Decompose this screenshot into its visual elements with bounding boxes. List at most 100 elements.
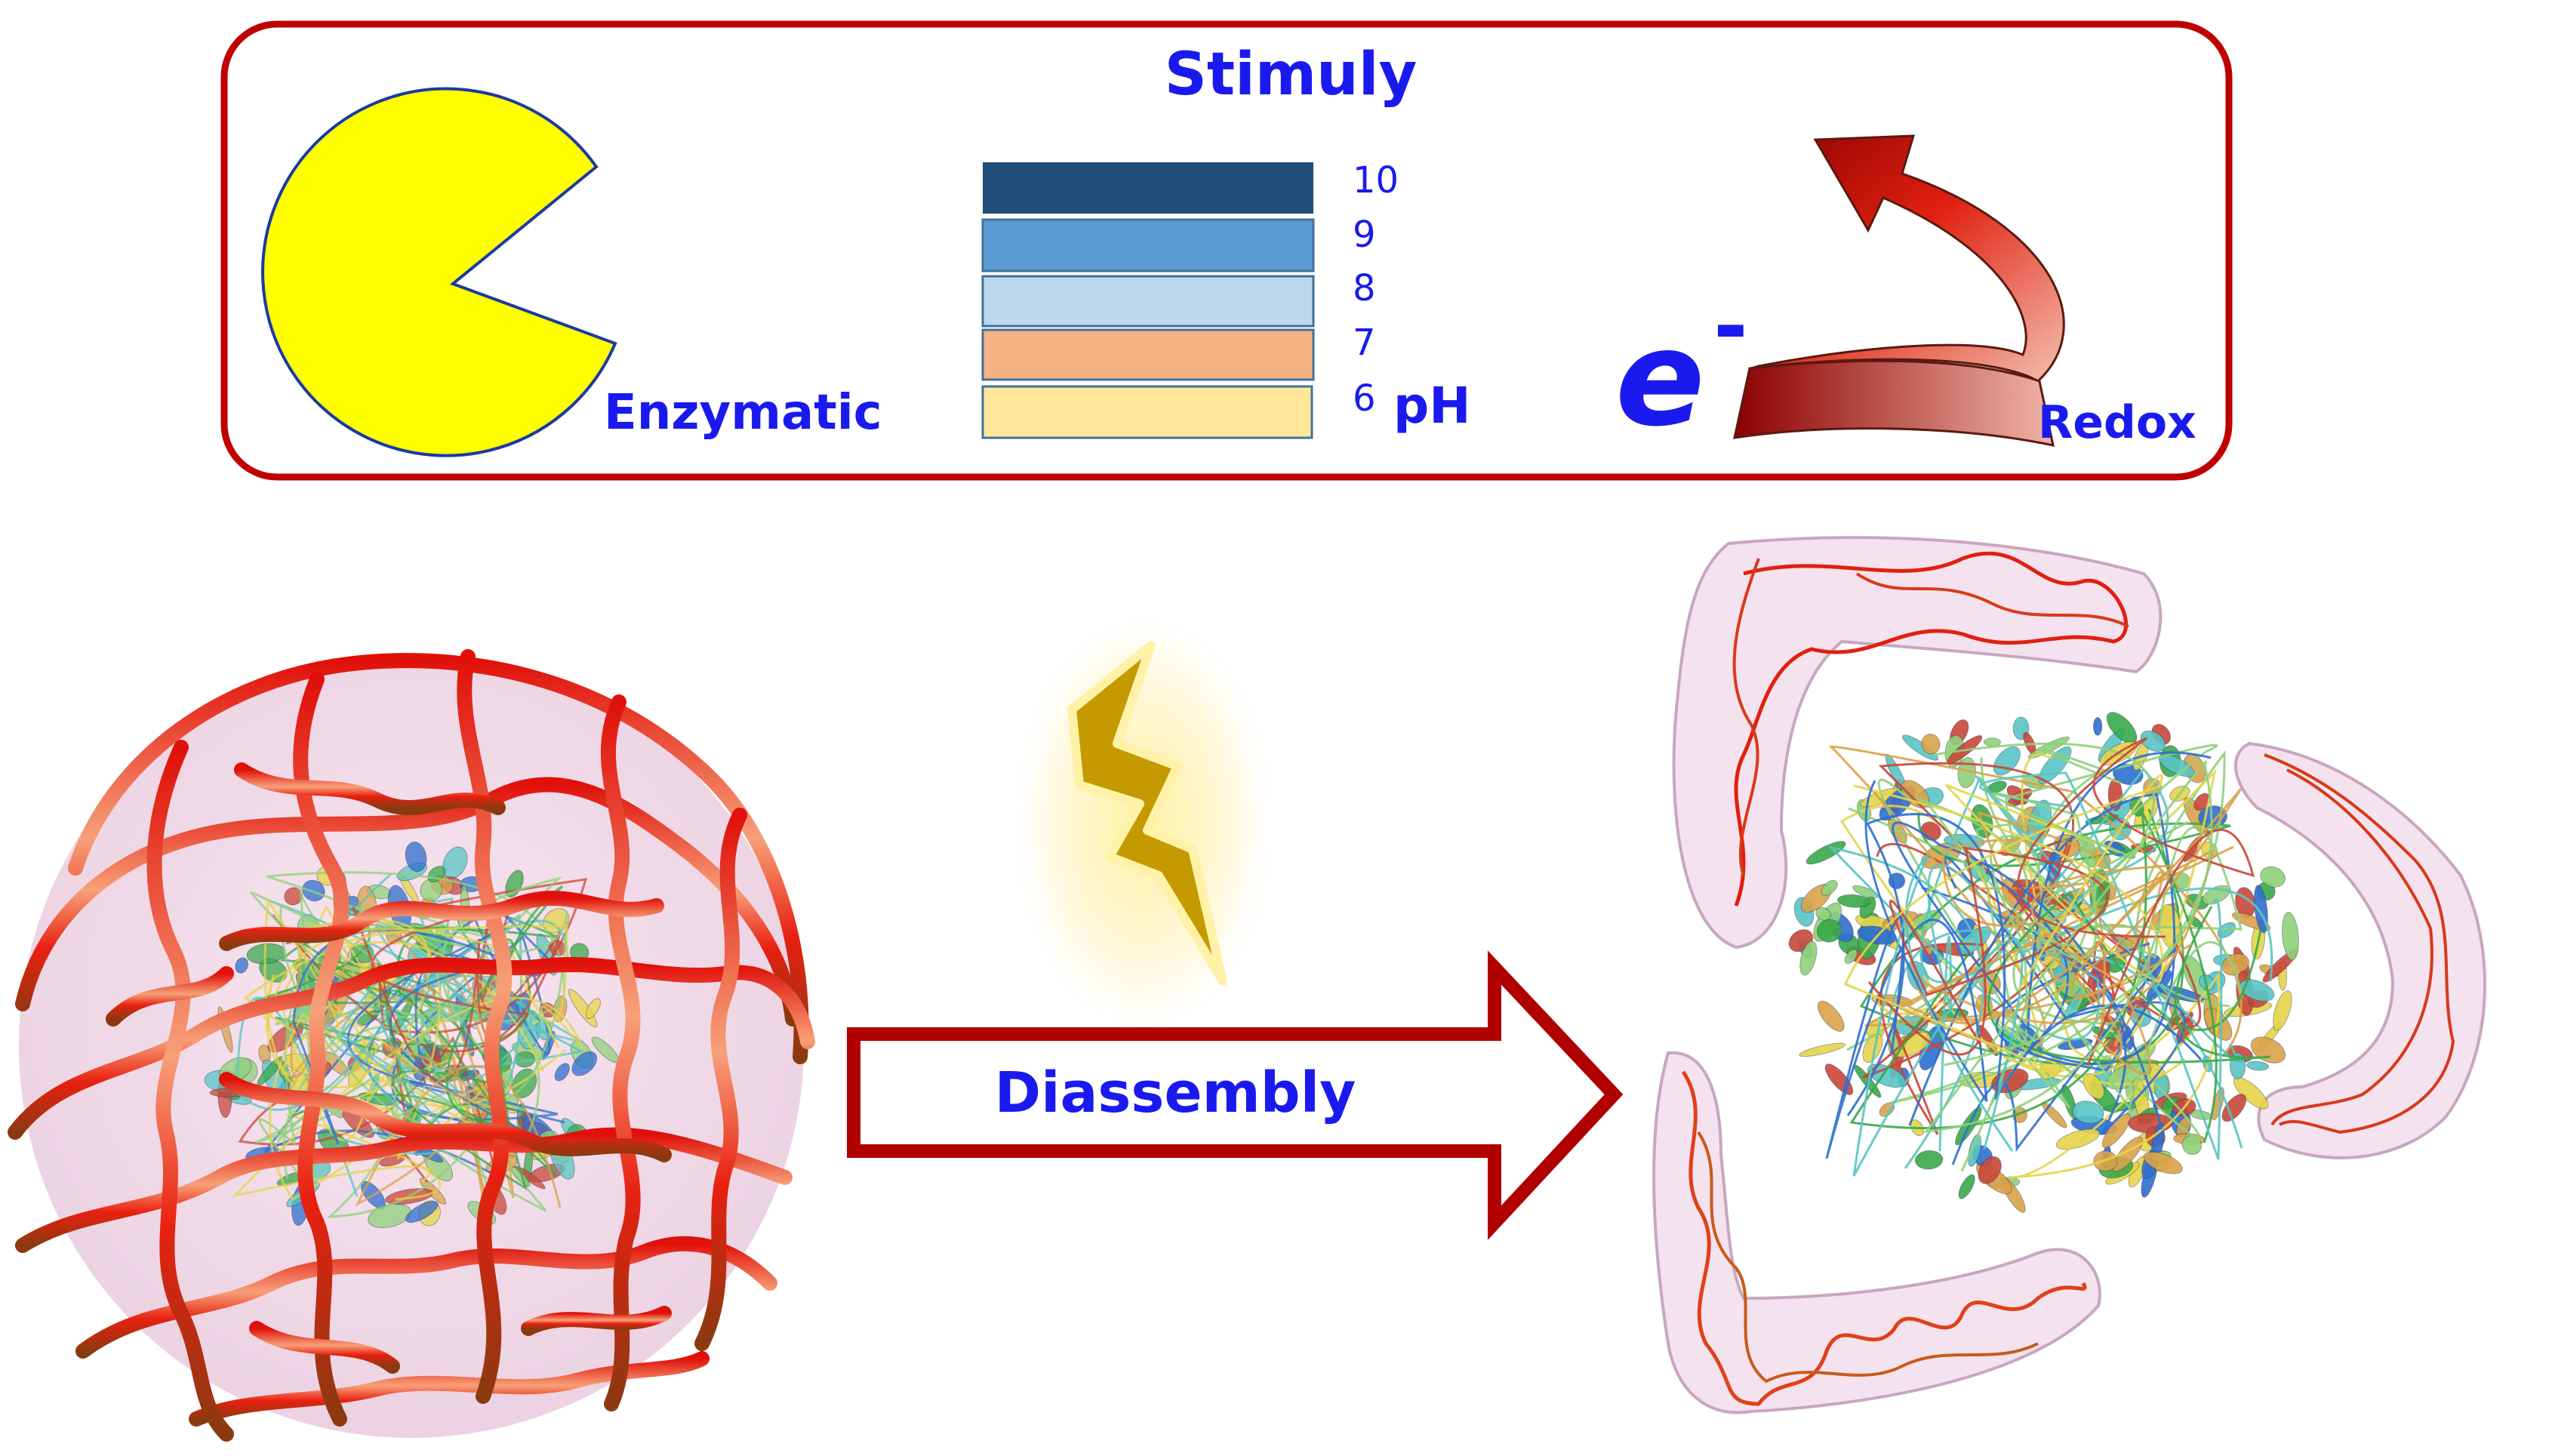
protein-loop	[2005, 743, 2218, 1025]
protein-loop	[1846, 813, 2203, 1116]
shell-fragment-bottom	[1652, 1051, 2101, 1414]
protein-loop	[1862, 762, 2202, 1079]
shell-fragment-right	[2234, 741, 2486, 1159]
stimuli-panel-border	[220, 20, 2233, 481]
protein-helix	[2273, 990, 2292, 1031]
protein-helix	[2260, 866, 2286, 888]
redox-arrow-tail	[1733, 359, 2055, 447]
protein-loop	[1879, 839, 2068, 1135]
protein-loop	[1923, 839, 2215, 1037]
protein-helix	[2217, 922, 2236, 938]
ph-scale: 10 9 8 7 6 pH	[981, 159, 1470, 439]
protein-loop	[281, 1000, 442, 1201]
protein-helix	[235, 957, 249, 974]
protein-helix	[1805, 841, 1846, 865]
protein-helix	[405, 1201, 439, 1224]
released-protein	[1788, 712, 2299, 1213]
stimuli-panel: Stimuly Enzymatic 10 9 8 7 6 pH e - Redo…	[220, 20, 2233, 481]
ph-bar-10	[983, 162, 1313, 214]
protein-loop	[1907, 788, 2243, 1024]
disassembled-capsule	[1652, 536, 2486, 1414]
protein-helix	[554, 1063, 570, 1082]
assembled-nanocapsule	[8, 649, 815, 1442]
protein-helix	[2112, 1136, 2144, 1172]
protein-helix	[1958, 1174, 1975, 1199]
protein-loop	[1927, 863, 2273, 1152]
protein-helix	[2093, 717, 2103, 736]
protein-loop	[2030, 864, 2193, 1075]
protein-loop	[2017, 737, 2255, 1067]
protein-helix	[1816, 919, 1842, 943]
protein-helix	[2281, 912, 2299, 961]
protein-helix	[1978, 1156, 2002, 1184]
ph-bar-9	[981, 218, 1315, 272]
protein-loop	[1859, 808, 2231, 1066]
redox-label: Redox	[2038, 396, 2196, 449]
enzymatic-stimulus: Enzymatic	[261, 87, 882, 457]
protein-helix	[1799, 1042, 1846, 1057]
protein-loop	[1980, 756, 2243, 959]
protein-loop	[1922, 971, 2221, 1179]
protein-helix	[2106, 712, 2138, 744]
protein-helix	[1844, 949, 1858, 965]
protein-helix	[420, 879, 442, 902]
ph-value-7: 7	[1353, 322, 1376, 364]
disassembly-label: Diassembly	[995, 1060, 1356, 1125]
protein-loop	[1852, 853, 2024, 1177]
protein-helix	[1817, 1000, 1845, 1032]
protein-loop	[1987, 890, 2271, 1064]
lightning-trigger	[1023, 626, 1264, 1019]
protein-loop	[355, 965, 562, 1208]
protein-loop	[1844, 774, 2163, 1073]
protein-helix	[2246, 1060, 2269, 1071]
shell-fragment-top	[1672, 536, 2163, 950]
protein-helix	[585, 998, 602, 1019]
protein-helix	[2143, 1151, 2183, 1174]
protein-helix	[2221, 1094, 2247, 1122]
protein-loop	[1979, 771, 2223, 1160]
protein-loop	[1849, 811, 2218, 1144]
protein-loop	[1830, 745, 2243, 1056]
protein-loop	[336, 905, 568, 1109]
redox-stimulus: e - Redox	[1615, 134, 2196, 456]
protein-loop	[243, 897, 545, 1104]
protein-loop	[1923, 742, 2155, 960]
disassembly-arrow-shape	[847, 950, 1624, 1240]
electron-charge: -	[1713, 278, 1748, 374]
ph-bar-6	[981, 385, 1313, 439]
disassembly-arrow: Diassembly	[847, 950, 1624, 1240]
protein-helix	[2140, 730, 2166, 753]
protein-helix	[1862, 1033, 1883, 1064]
polymer-cage-network	[8, 649, 815, 1442]
redox-arrow-icon	[1750, 134, 2065, 383]
protein-helix	[1815, 907, 1831, 921]
protein-helix	[2072, 1100, 2104, 1124]
ph-unit-label: pH	[1393, 377, 1470, 435]
protein-helix	[1852, 885, 1878, 899]
protein-helix	[405, 841, 427, 873]
protein-helix	[571, 1051, 598, 1076]
pacman-icon	[261, 87, 617, 457]
ph-value-9: 9	[1353, 214, 1376, 256]
enzymatic-label: Enzymatic	[604, 385, 882, 441]
protein-loop	[1867, 847, 2108, 1056]
stimuli-title: Stimuly	[1165, 41, 1418, 109]
protein-loop	[287, 930, 488, 1218]
protein-loop	[231, 996, 584, 1198]
protein-loop	[291, 990, 558, 1177]
ph-value-8: 8	[1353, 267, 1376, 309]
protein-helix	[1983, 737, 2001, 747]
protein-loop	[263, 913, 516, 1178]
ph-value-6: 6	[1353, 377, 1376, 420]
protein-helix	[1914, 1150, 1944, 1170]
ph-value-10: 10	[1353, 159, 1399, 202]
protein-helix	[1799, 940, 1818, 976]
lightning-bolt-icon	[1067, 641, 1227, 986]
ph-bar-8	[981, 275, 1315, 328]
protein-helix	[1821, 879, 1838, 896]
protein-helix	[1921, 734, 1941, 755]
electron-symbol: e	[1615, 303, 1705, 456]
ph-bar-7	[981, 328, 1315, 381]
protein-helix	[1836, 894, 1871, 908]
